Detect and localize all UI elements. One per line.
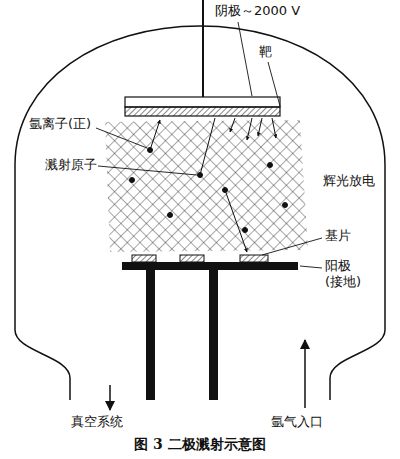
part-label: 氩气入口 (270, 414, 324, 430)
target (125, 107, 280, 116)
anode-leg (146, 270, 155, 400)
part-label: 靶 (258, 44, 273, 60)
figure-caption: 图 3 二极溅射示意图 (0, 436, 400, 454)
argon-arrow (304, 340, 306, 408)
part-label: 辉光放电 (322, 173, 376, 189)
leader-lines (96, 22, 322, 268)
part-label: 阳极 (接地) (324, 258, 372, 291)
part-label: 真空系统 (70, 414, 124, 430)
cathode-plate (125, 97, 280, 107)
anode-leg (209, 270, 218, 400)
vacuum-arrow (109, 385, 111, 410)
substrates (132, 255, 268, 262)
bell-jar (15, 26, 385, 400)
part-label: 氩离子(正) (28, 116, 92, 132)
cathode-rod (202, 0, 204, 97)
anode-plate (122, 262, 298, 270)
part-label: 溅射原子 (44, 157, 98, 173)
part-label: 阴极～2000 V (214, 3, 301, 19)
particles (130, 118, 288, 252)
part-label: 基片 (324, 228, 352, 244)
glow-discharge (105, 120, 308, 252)
